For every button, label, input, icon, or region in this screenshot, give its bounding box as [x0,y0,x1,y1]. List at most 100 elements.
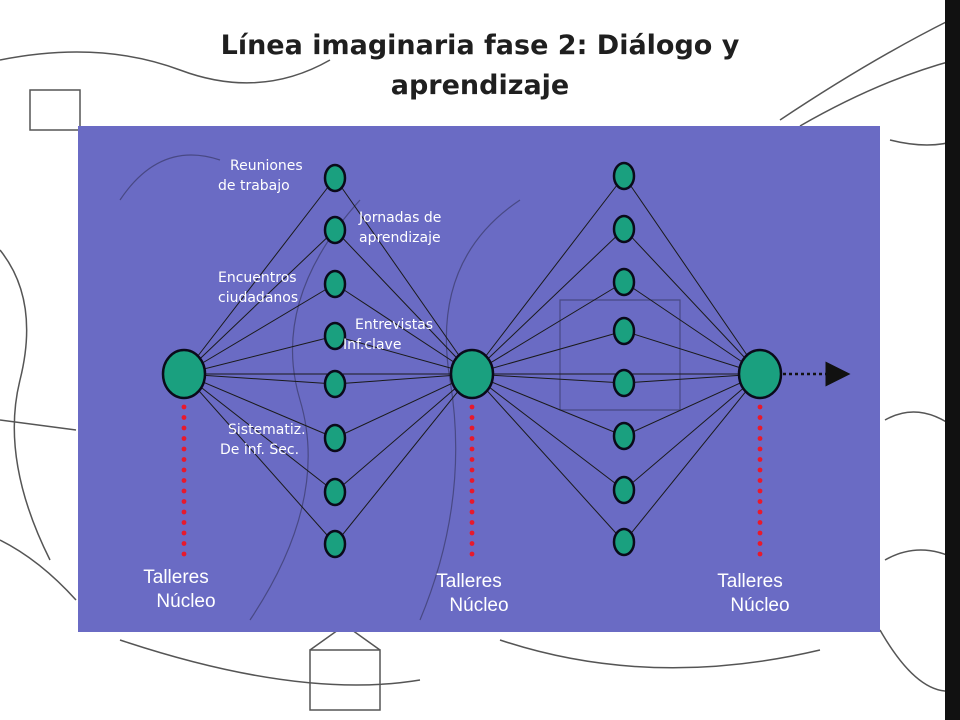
dotted-point-2-23 [469,436,475,441]
connection-line-10 [334,373,473,385]
label-jornadas-line2: aprendizaje [359,230,441,246]
connection-line-5 [183,283,336,375]
connection-line-32 [623,373,761,543]
sketch-road-right-2 [799,59,956,127]
dotted-point-1-14 [181,520,187,525]
dotted-point-1-15 [181,530,187,536]
dotted-point-2-29 [469,499,475,504]
activity-node-a6 [323,423,347,453]
activity-node-b3 [612,267,636,297]
sketch-road-left [0,249,51,561]
label-sistematiz: Sistematiz. De inf. Sec. [220,420,306,460]
label-entrevistas-line1: Entrevistas [355,317,434,333]
page-title: Línea imaginaria fase 2: Diálogo y apren… [120,26,840,106]
connection-line-3 [183,229,336,375]
connection-line-11 [183,373,336,439]
talleres-2-line2: Núcleo [449,595,509,616]
label-reuniones-line2: de trabajo [218,178,290,194]
talleres-label-1: Talleres Núcleo [116,566,246,614]
label-sistematiz-line1: Sistematiz. [228,422,306,438]
connection-line-19 [471,228,625,375]
connection-line-24 [623,330,761,375]
dotted-point-2-22 [469,425,475,431]
connection-line-23 [471,330,625,375]
panel-sketch-vehicle [119,154,221,201]
dotted-point-2-25 [469,457,475,462]
panel-sketch-road-2 [419,199,521,621]
label-sistematiz-line2: De inf. Sec. [220,442,300,458]
sketch-road-right [779,19,951,121]
dotted-point-3-44 [757,478,763,483]
connection-line-8 [334,335,473,375]
dotted-point-1-7 [181,446,187,452]
label-entrevistas: Entrevistas Inf.clave [343,315,433,355]
connection-line-17 [471,175,625,375]
activity-node-b2 [612,214,636,244]
dotted-point-2-33 [469,541,475,546]
connection-line-21 [471,281,625,375]
connection-line-2 [334,177,473,375]
connection-line-25 [471,373,625,384]
connection-line-7 [183,335,336,375]
nodes [161,161,783,559]
connection-line-31 [471,373,625,543]
dotted-point-3-46 [757,499,763,504]
hub-node-3 [737,348,783,400]
connection-line-6 [334,283,473,375]
connection-line-27 [471,373,625,437]
activity-node-a8 [323,529,347,559]
connection-line-16 [334,373,473,545]
connection-line-12 [334,373,473,439]
dotted-point-1-13 [181,509,187,515]
activity-node-a7 [323,477,347,507]
talleres-2-line1: Talleres [436,571,502,592]
dotted-point-1-17 [181,551,187,557]
activity-node-a4 [323,321,347,351]
activity-node-a2 [323,215,347,245]
title-line-2: aprendizaje [390,70,570,101]
dotted-point-2-34 [469,551,475,557]
activity-node-b5 [612,368,636,398]
dotted-point-1-8 [181,457,187,462]
dotted-point-2-27 [469,478,475,483]
dotted-point-1-16 [181,541,187,546]
dotted-point-3-37 [757,404,763,410]
dotted-point-2-32 [469,530,475,536]
activity-node-b1 [612,161,636,191]
dotted-point-3-39 [757,425,763,431]
connection-line-30 [623,373,761,491]
dotted-point-3-40 [757,436,763,441]
right-edge-bar [945,0,960,720]
label-jornadas-line1: Jornadas de [359,210,442,226]
dotted-point-2-21 [469,415,475,420]
sketch-road-top [0,51,331,84]
talleres-label-2: Talleres Núcleo [409,570,539,618]
hub-node-2 [449,348,495,400]
dotted-point-2-20 [469,404,475,410]
dotted-point-2-26 [469,467,475,473]
connection-line-29 [471,373,625,491]
dotted-point-3-41 [757,446,763,452]
title-line-1: Línea imaginaria fase 2: Diálogo y [220,30,740,61]
label-encuentros-line2: ciudadanos [218,290,299,306]
dotted-point-3-48 [757,520,763,525]
connection-lines [183,175,761,545]
talleres-label-3: Talleres Núcleo [690,570,820,618]
dotted-point-2-28 [469,488,475,494]
activity-node-b7 [612,475,636,505]
dotted-point-3-47 [757,509,763,515]
dotted-point-2-24 [469,446,475,452]
activity-node-b6 [612,421,636,451]
dotted-point-2-31 [469,520,475,525]
connection-line-4 [334,229,473,375]
talleres-1-line2: Núcleo [156,591,216,612]
activity-node-b8 [612,527,636,557]
connection-line-15 [183,373,336,545]
label-encuentros-line1: Encuentros [218,270,297,286]
connection-line-9 [183,373,336,385]
dotted-point-3-49 [757,530,763,536]
activity-node-a1 [323,163,347,193]
connection-line-20 [623,228,761,375]
dotted-point-1-6 [181,436,187,441]
